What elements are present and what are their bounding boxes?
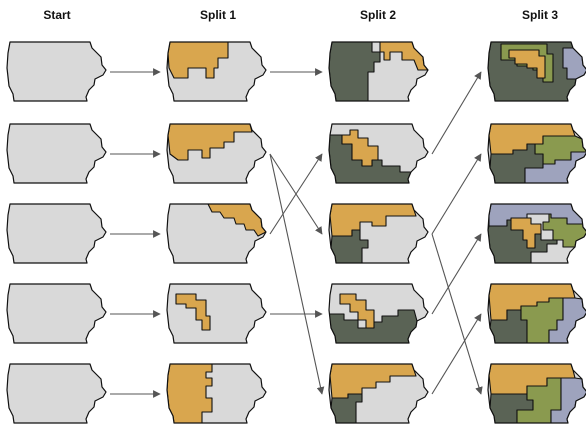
state-base — [7, 42, 106, 101]
map-start-row-2 — [6, 123, 107, 184]
map-start-row-5 — [6, 363, 107, 424]
state-outline — [166, 41, 267, 102]
state-base — [7, 284, 106, 343]
map-split2-row-1 — [328, 41, 429, 102]
district-layer — [167, 124, 253, 161]
state-base — [7, 124, 106, 183]
state-outline — [487, 41, 586, 102]
arrow-split1-1-to-split2-4 — [269, 153, 325, 395]
state-outline — [166, 203, 267, 264]
district-layer — [329, 42, 428, 101]
map-split1-row-3 — [166, 203, 267, 264]
map-split3-row-3 — [487, 203, 586, 264]
state-outline — [487, 363, 586, 424]
column-title-split2: Split 2 — [360, 8, 396, 22]
district-layer — [488, 284, 586, 343]
district-layer — [175, 293, 211, 331]
map-split1-row-5 — [166, 363, 267, 424]
district-orange — [167, 124, 253, 161]
district-orange — [167, 42, 229, 79]
state-base — [167, 284, 266, 343]
arrow-split1-2-to-split2-1 — [269, 153, 323, 235]
map-split1-row-1 — [166, 41, 267, 102]
district-layer — [329, 204, 417, 263]
state-outline — [487, 283, 586, 344]
district-layer — [488, 42, 586, 101]
state-outline — [328, 363, 429, 424]
arrow-split2-4-to-split3-3 — [431, 313, 482, 395]
map-split2-row-2 — [328, 123, 429, 184]
state-outline — [6, 283, 107, 344]
district-layer — [488, 364, 586, 423]
map-split2-row-5 — [328, 363, 429, 424]
state-outline — [328, 123, 429, 184]
state-outline — [328, 41, 429, 102]
state-outline — [6, 123, 107, 184]
map-split1-row-4 — [166, 283, 267, 344]
arrow-split2-1-to-split3-0 — [431, 71, 482, 155]
map-split3-row-2 — [487, 123, 586, 184]
state-base — [7, 364, 106, 423]
map-split1-row-2 — [166, 123, 267, 184]
district-orange — [339, 293, 375, 329]
map-split2-row-4 — [328, 283, 429, 344]
state-outline — [166, 123, 267, 184]
district-orange — [510, 217, 542, 249]
state-outline — [6, 41, 107, 102]
map-split2-row-3 — [328, 203, 429, 264]
district-layer — [329, 364, 417, 423]
district-orange — [341, 129, 379, 167]
map-split3-row-5 — [487, 363, 586, 424]
state-outline — [487, 123, 586, 184]
column-titles: Start Split 1 Split 2 Split 3 — [43, 8, 558, 22]
district-layer — [329, 293, 418, 343]
map-split3-row-4 — [487, 283, 586, 344]
map-start-row-3 — [6, 203, 107, 264]
arrow-split2-3-to-split3-2 — [431, 233, 482, 315]
map-split3-row-1 — [487, 41, 586, 102]
state-outline — [487, 203, 586, 264]
state-outline — [166, 283, 267, 344]
district-layer — [488, 124, 586, 183]
column-title-split3: Split 3 — [522, 8, 558, 22]
district-layer — [488, 204, 586, 263]
district-layer — [167, 42, 229, 79]
map-start-row-4 — [6, 283, 107, 344]
state-outline — [328, 203, 429, 264]
district-olive — [516, 377, 562, 423]
state-outline — [166, 363, 267, 424]
state-maps — [6, 41, 586, 424]
state-outline — [6, 363, 107, 424]
arrow-split2-2-to-split3-4 — [431, 233, 483, 395]
map-start-row-1 — [6, 41, 107, 102]
district-orange — [175, 293, 211, 331]
column-title-start: Start — [43, 8, 70, 22]
state-base — [7, 204, 106, 263]
state-outline — [328, 283, 429, 344]
arrow-split2-2-to-split3-1 — [431, 153, 482, 235]
district-orange — [508, 49, 546, 79]
column-title-split1: Split 1 — [200, 8, 236, 22]
transition-arrows — [110, 68, 483, 398]
state-outline — [6, 203, 107, 264]
